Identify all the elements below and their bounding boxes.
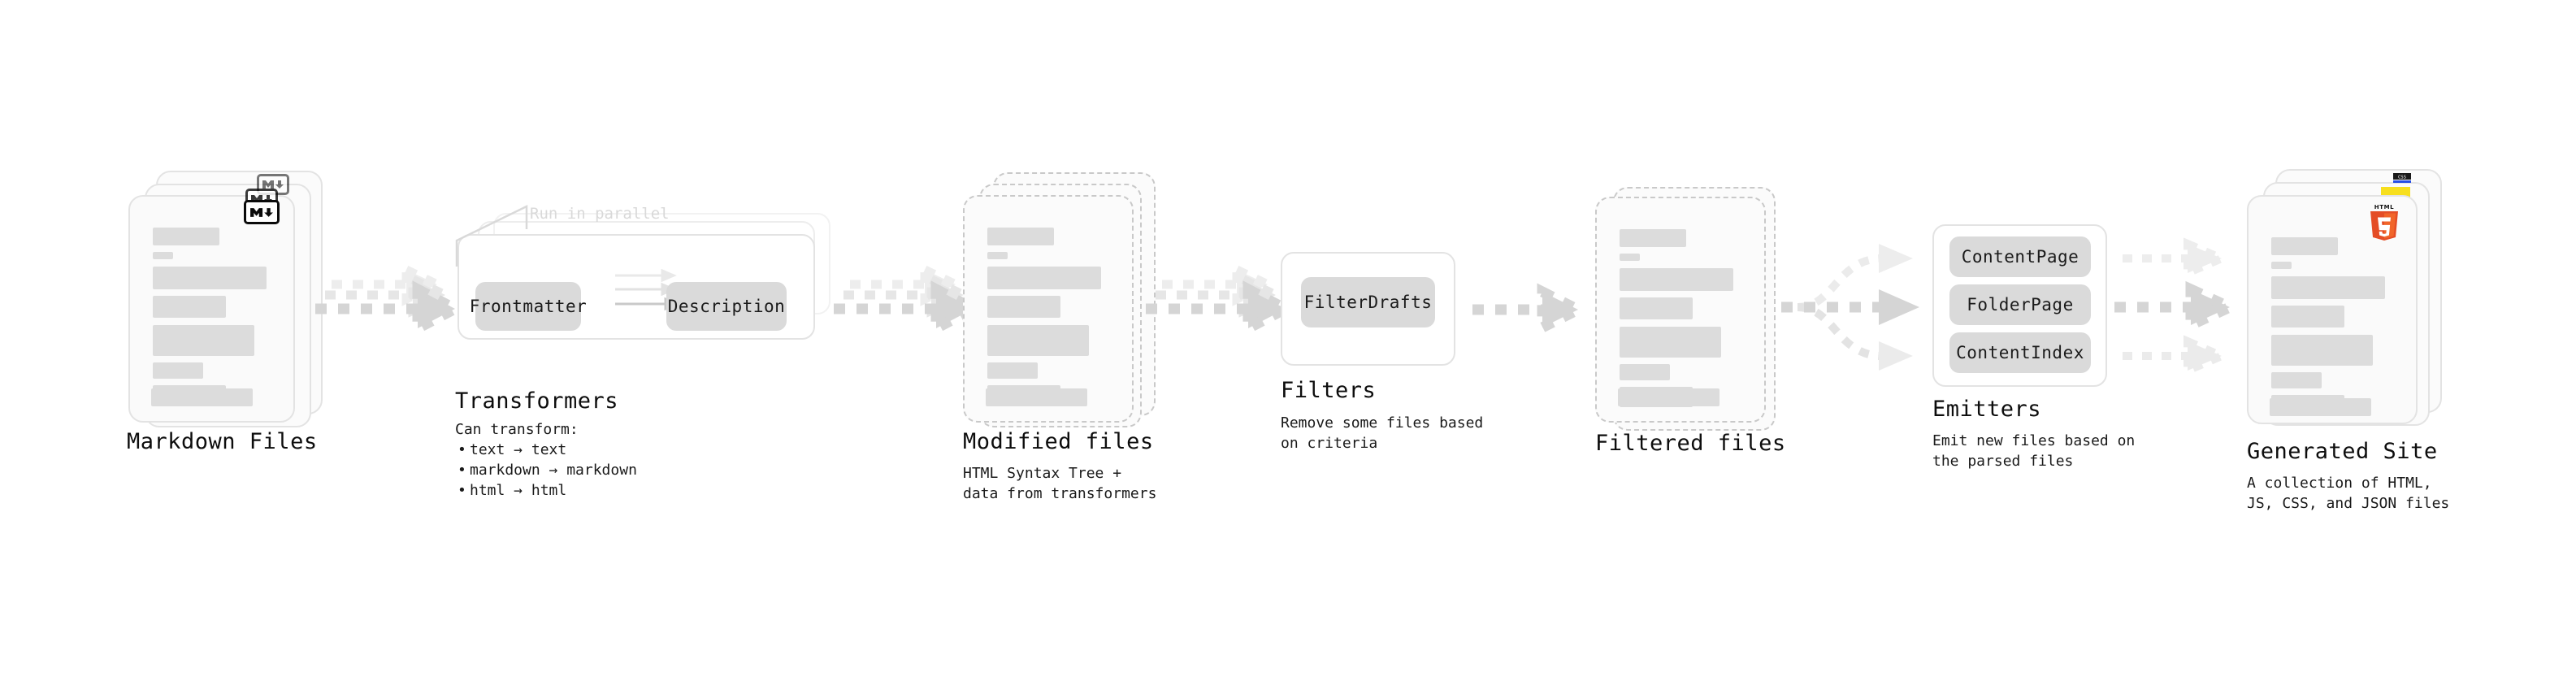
transformers-subtitle-block: Can transform: text → text markdown → ma… — [455, 419, 699, 501]
markdown-icon — [244, 200, 280, 224]
transformers-bullet: markdown → markdown — [458, 460, 699, 480]
generated-site-title: Generated Site — [2247, 439, 2438, 464]
filters-title: Filters — [1281, 378, 1377, 403]
filters-subtitle: Remove some files based on criteria — [1281, 414, 1484, 452]
skeleton-bar — [151, 388, 253, 406]
skeleton-bar — [987, 267, 1101, 289]
svg-text:HTML: HTML — [2374, 204, 2394, 210]
contentindex-pill[interactable]: ContentIndex — [1949, 332, 2091, 373]
skeleton-bar — [153, 228, 219, 245]
transformers-bullet: html → html — [458, 480, 699, 501]
skeleton-bar — [2271, 306, 2344, 327]
filterdrafts-pill[interactable]: FilterDrafts — [1301, 277, 1435, 327]
modified-files-title: Modified files — [963, 429, 1154, 454]
skeleton-bar — [1620, 364, 1670, 380]
emitters-subtitle: Emit new files based on the parsed files — [1932, 432, 2136, 470]
skeleton-bar — [1620, 254, 1640, 261]
skeleton-bar — [2271, 237, 2338, 255]
skeleton-bar — [986, 388, 1087, 406]
run-in-parallel-label: Run in parallel — [530, 205, 670, 223]
skeleton-bar — [153, 267, 267, 289]
skeleton-bar — [2271, 372, 2322, 388]
html5-icon: HTML — [2367, 202, 2401, 241]
skeleton-bar — [153, 362, 203, 379]
transformers-to-modified-arrow — [834, 262, 986, 337]
skeleton-bar — [1620, 268, 1733, 291]
markdown-files-title: Markdown Files — [127, 429, 318, 454]
modified-to-filters-arrow — [1146, 262, 1298, 337]
skeleton-bar — [987, 228, 1054, 245]
transformers-subtitle: Can transform: — [455, 421, 579, 438]
contentpage-pill[interactable]: ContentPage — [1949, 236, 2091, 277]
transformers-bullet-list: text → text markdown → markdown html → h… — [455, 440, 699, 501]
folderpage-pill[interactable]: FolderPage — [1949, 284, 2091, 325]
skeleton-bar — [1620, 327, 1721, 358]
filtered-files-title: Filtered files — [1595, 431, 1786, 456]
skeleton-bar — [153, 325, 254, 356]
skeleton-bar — [2271, 262, 2292, 269]
skeleton-bar — [1618, 388, 1720, 406]
filtered-card-front — [1595, 197, 1766, 423]
filtered-to-emitters-fanout-arrow — [1781, 244, 1919, 371]
frontmatter-pill[interactable]: Frontmatter — [470, 282, 587, 331]
skeleton-bar — [153, 296, 226, 318]
skeleton-bar — [153, 252, 173, 259]
skeleton-bar — [987, 296, 1060, 318]
transformers-title: Transformers — [455, 388, 619, 414]
transformers-bullet: text → text — [458, 440, 699, 460]
description-pill[interactable]: Description — [666, 282, 787, 331]
skeleton-bar — [1620, 297, 1693, 319]
skeleton-bar — [987, 252, 1008, 259]
markdown-to-transformers-arrow — [315, 262, 467, 337]
svg-text:CSS: CSS — [2398, 176, 2406, 180]
skeleton-bar — [987, 362, 1038, 379]
skeleton-bar — [2270, 398, 2371, 416]
filters-to-filtered-arrow — [1472, 283, 1590, 336]
skeleton-bar — [2271, 276, 2385, 299]
modified-files-subtitle: HTML Syntax Tree + data from transformer… — [963, 465, 1157, 502]
css-icon: CSS — [2392, 172, 2413, 184]
skeleton-bar — [2271, 335, 2373, 366]
markdown-card-front — [128, 195, 295, 423]
generated-site-subtitle: A collection of HTML, JS, CSS, and JSON … — [2247, 475, 2450, 512]
emitters-title: Emitters — [1932, 397, 2042, 422]
skeleton-bar — [1620, 229, 1686, 247]
skeleton-bar — [987, 325, 1089, 356]
